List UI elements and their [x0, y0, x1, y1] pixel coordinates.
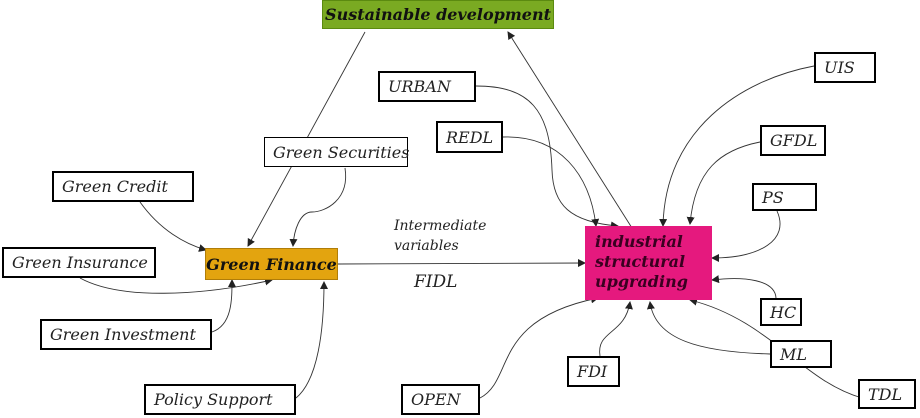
- fdi-node: FDI: [567, 356, 620, 387]
- arrow-open-to-isu: [479, 295, 599, 399]
- green-investment-node: Green Investment: [40, 319, 212, 350]
- tdl-node: TDL: [858, 379, 916, 409]
- arrow-securities-to-gf: [289, 167, 347, 247]
- arrow-ps-to-isu: [711, 210, 781, 262]
- ml-node: ML: [770, 340, 832, 368]
- intermediate-variables-label: Intermediate variables: [394, 218, 487, 254]
- ps-node: PS: [752, 183, 817, 211]
- arrow-insurance-to-gf: [79, 277, 273, 294]
- arrow-investment-to-gf: [211, 279, 236, 333]
- arrow-gfdl-to-isu: [686, 141, 761, 225]
- arrow-hc-to-isu: [711, 275, 777, 299]
- green-insurance-node: Green Insurance: [2, 247, 156, 278]
- arrow-gf-to-isu: [337, 259, 586, 268]
- gfdl-node: GFDL: [760, 125, 826, 156]
- arrow-policy-to-gf: [295, 281, 328, 399]
- arrow-uis-to-isu: [659, 65, 815, 227]
- redl-node: REDL: [436, 121, 503, 153]
- urban-node: URBAN: [378, 71, 476, 102]
- open-node: OPEN: [401, 384, 480, 415]
- green-credit-node: Green Credit: [52, 171, 194, 202]
- policy-support-node: Policy Support: [144, 384, 296, 415]
- arrow-credit-to-gf: [139, 201, 207, 252]
- industrial-structural-upgrading-node: industrial structural upgrading: [585, 226, 712, 300]
- arrow-isu-to-sd: [507, 31, 633, 229]
- arrow-urban-to-isu: [475, 85, 619, 230]
- sustainable-development-node: Sustainable development: [322, 0, 554, 29]
- arrow-fdi-to-isu: [599, 301, 633, 357]
- green-finance-node: Green Finance: [205, 248, 338, 280]
- fidl-label: FIDL: [414, 272, 458, 292]
- arrow-ml-to-isu: [646, 301, 771, 355]
- green-securities-node: Green Securities: [264, 137, 409, 167]
- arrow-redl-to-isu: [502, 136, 600, 227]
- uis-node: UIS: [814, 52, 876, 83]
- hc-node: HC: [760, 298, 802, 326]
